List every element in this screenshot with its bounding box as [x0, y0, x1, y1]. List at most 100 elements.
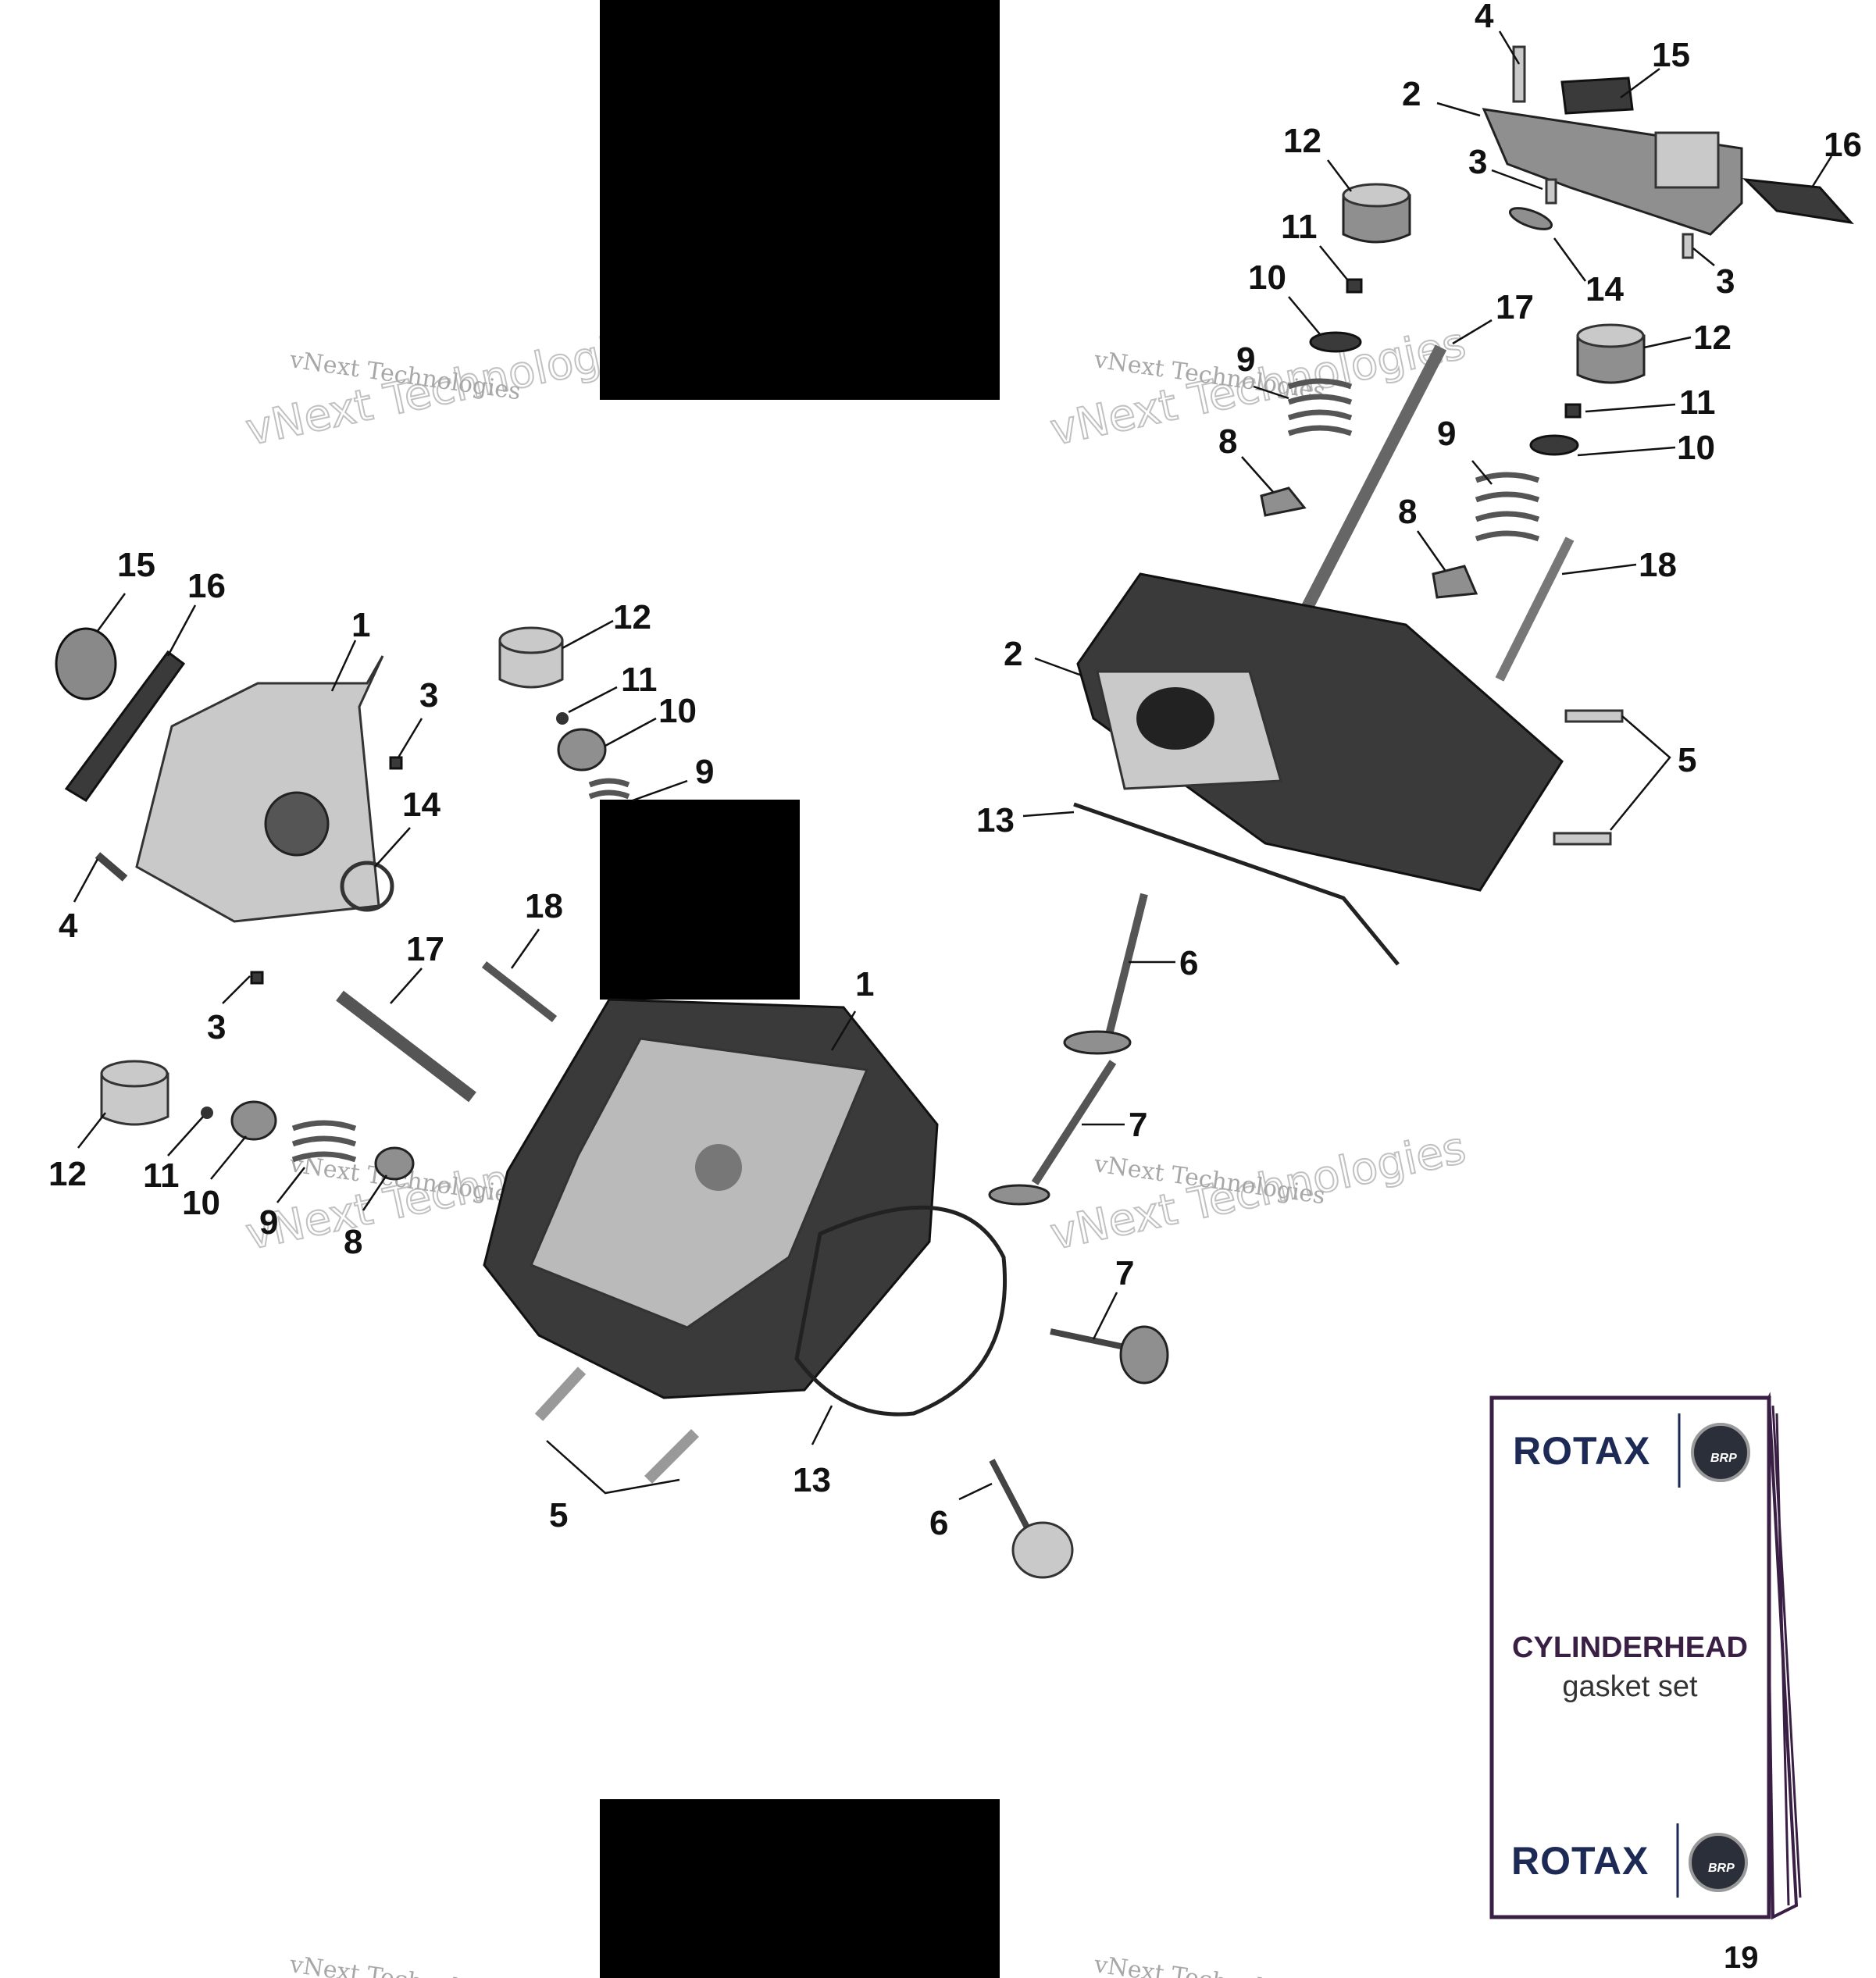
- callout-label: 11: [143, 1157, 180, 1195]
- valve-stem-part: [1105, 893, 1148, 1036]
- head-face-part: [530, 1037, 869, 1329]
- dowel-pin-part: [1564, 709, 1624, 723]
- callout-label: 13: [976, 801, 1015, 839]
- dowel-part: [389, 756, 403, 770]
- leader-line: [568, 686, 618, 714]
- head-bolt-part: [1495, 536, 1575, 682]
- callout-labels: 4 15 2 16 12 3 3 11 14 10 17 12 9 11 8 9…: [48, 0, 1862, 1542]
- valve-spring-part: [1475, 472, 1540, 542]
- callout-label: 4: [1475, 0, 1494, 35]
- callout-label: 15: [117, 546, 155, 584]
- callout-label: 8: [344, 1223, 362, 1261]
- tappet-part: [1342, 194, 1411, 244]
- leader-line: [1241, 456, 1274, 493]
- spring-retainer-part: [557, 728, 607, 772]
- spark-plug-bore-part: [695, 1144, 742, 1191]
- spring-retainer-part: [1529, 434, 1579, 456]
- leader-line: [1034, 657, 1082, 677]
- valve-spring-part: [1287, 378, 1353, 437]
- callout-label: 2: [1402, 75, 1421, 113]
- leader-line: [222, 975, 251, 1004]
- leader-line: [632, 779, 688, 802]
- valve-spring-part: [588, 778, 630, 800]
- leader-line: [811, 1405, 833, 1445]
- callout-label: 15: [1652, 36, 1690, 74]
- leader-line: [605, 717, 657, 747]
- leader-line: [330, 640, 357, 692]
- leader-line: [1327, 159, 1352, 192]
- head-gasket-part: [1073, 802, 1400, 966]
- callout-label: 12: [48, 1155, 87, 1193]
- leader-line: [1610, 715, 1671, 831]
- callout-label: 17: [406, 930, 444, 968]
- valve-keeper-part: [1346, 278, 1363, 294]
- leader-line: [1319, 245, 1348, 280]
- dowel-pin-part: [534, 1367, 587, 1421]
- valve-stem-part: [1050, 1328, 1125, 1350]
- o-ring-part: [340, 861, 394, 912]
- leader-line: [1692, 248, 1715, 266]
- redaction-block-middle: [600, 800, 800, 1000]
- leader-line: [830, 1010, 857, 1051]
- leader-line: [546, 1440, 680, 1495]
- callout-label: 10: [658, 692, 697, 730]
- leader-line: [1471, 460, 1493, 485]
- callout-label: 18: [525, 887, 563, 925]
- leader-line: [1810, 155, 1833, 188]
- valve-head-part: [988, 1184, 1050, 1206]
- callout-label: 6: [929, 1504, 948, 1542]
- valve-keeper-part: [556, 712, 569, 725]
- leader-lines: [73, 30, 1833, 1501]
- tappet-top-part: [1342, 183, 1411, 208]
- head-bolt-part: [1298, 344, 1447, 616]
- callout-label: 5: [1678, 741, 1696, 779]
- callout-label: 8: [1218, 422, 1237, 461]
- callout-label: 3: [207, 1008, 226, 1046]
- callout-label: 16: [1824, 126, 1862, 164]
- leader-line: [1092, 1292, 1118, 1340]
- dowel-part: [250, 971, 264, 985]
- tappet-top-part: [498, 626, 564, 654]
- leader-line: [1561, 563, 1637, 576]
- brp-logo-icon: [1691, 1423, 1750, 1482]
- leader-line: [276, 1167, 305, 1203]
- brp-logo-icon: [1689, 1833, 1748, 1892]
- leader-line: [96, 593, 127, 632]
- watermark-text: vNext Technologies: [287, 1951, 522, 1978]
- kit-subtitle: gasket set: [1562, 1670, 1698, 1703]
- spring-retainer-part: [1309, 331, 1362, 353]
- valve-stem-part: [1031, 1060, 1117, 1185]
- valve-stem-seal-part: [374, 1146, 415, 1181]
- callout-label: 2: [1004, 635, 1022, 673]
- kit-cover: [1489, 1395, 1771, 1919]
- bolt-part: [1512, 45, 1526, 103]
- callout-label: 3: [1716, 262, 1735, 301]
- leader-line: [1553, 237, 1587, 282]
- callout-label: 3: [419, 676, 438, 715]
- sensor-part: [1742, 178, 1854, 225]
- valve-head-part: [1063, 1030, 1132, 1055]
- leader-line: [1416, 530, 1446, 571]
- head-gasket-part: [794, 1205, 1008, 1417]
- tappet-part: [1576, 334, 1646, 384]
- seal-cover-part: [1560, 77, 1634, 115]
- valve-keeper-part: [201, 1107, 213, 1119]
- cylinder-head-part: [1076, 572, 1564, 892]
- tappet-top-part: [100, 1060, 169, 1088]
- callout-label: 17: [1496, 288, 1534, 326]
- o-ring-part: [1508, 207, 1553, 230]
- kit-brand-top: ROTAX: [1513, 1429, 1650, 1473]
- leader-line: [210, 1135, 247, 1180]
- leader-line: [362, 1174, 388, 1211]
- valve-stem-seal-part: [1432, 565, 1478, 599]
- kit-callout-label: 19: [1724, 1941, 1759, 1975]
- leader-line: [1620, 67, 1660, 99]
- leader-line: [1452, 319, 1493, 345]
- redaction-block-bottom: [600, 1799, 1000, 1978]
- leader-line: [73, 858, 99, 903]
- head-bolt-part: [336, 990, 476, 1103]
- leader-line: [1585, 403, 1676, 413]
- callout-label: 11: [1281, 208, 1318, 246]
- callout-label: 3: [1468, 143, 1487, 181]
- callout-label: 1: [855, 965, 874, 1003]
